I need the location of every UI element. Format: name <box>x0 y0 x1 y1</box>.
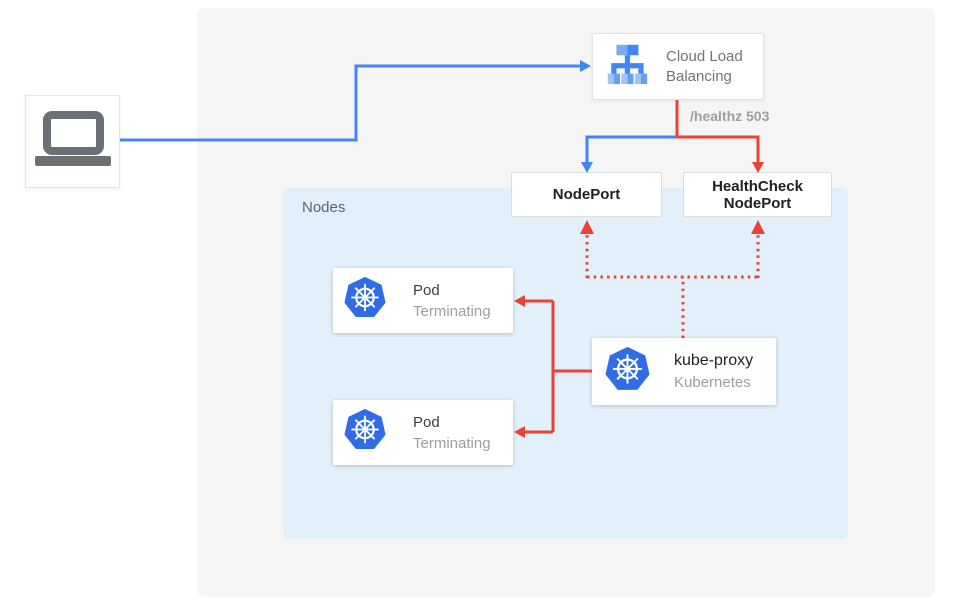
laptop-icon <box>34 110 112 173</box>
pod-title: Pod <box>413 413 440 431</box>
cloud-load-balancing-node: Cloud Load Balancing <box>592 33 764 100</box>
nodeport-label: NodePort <box>552 186 621 203</box>
pod-terminating-node-1: Pod Terminating <box>333 268 513 333</box>
kube-proxy-title: kube-proxy <box>674 352 754 369</box>
kubernetes-icon <box>344 409 386 456</box>
kubernetes-icon <box>344 277 386 324</box>
healthcheck-nodeport-node: HealthCheck NodePort <box>683 172 832 217</box>
pod-status: Terminating <box>413 302 491 320</box>
pod-status: Terminating <box>413 434 491 452</box>
nodes-container-label: Nodes <box>302 199 346 216</box>
pod-terminating-node-2: Pod Terminating <box>333 400 513 465</box>
healthcheck-nodeport-label: HealthCheck NodePort <box>712 177 803 212</box>
kubernetes-icon <box>605 346 650 397</box>
nodeport-node: NodePort <box>511 172 662 217</box>
kube-proxy-node: kube-proxy Kubernetes <box>592 338 776 405</box>
pod-title: Pod <box>413 281 440 299</box>
load-balancer-label: Cloud Load Balancing <box>666 47 743 85</box>
load-balancer-icon <box>606 42 648 91</box>
kube-proxy-subtitle: Kubernetes <box>674 374 751 391</box>
healthz-status-label: /healthz 503 <box>690 108 770 124</box>
client-node <box>25 95 120 188</box>
